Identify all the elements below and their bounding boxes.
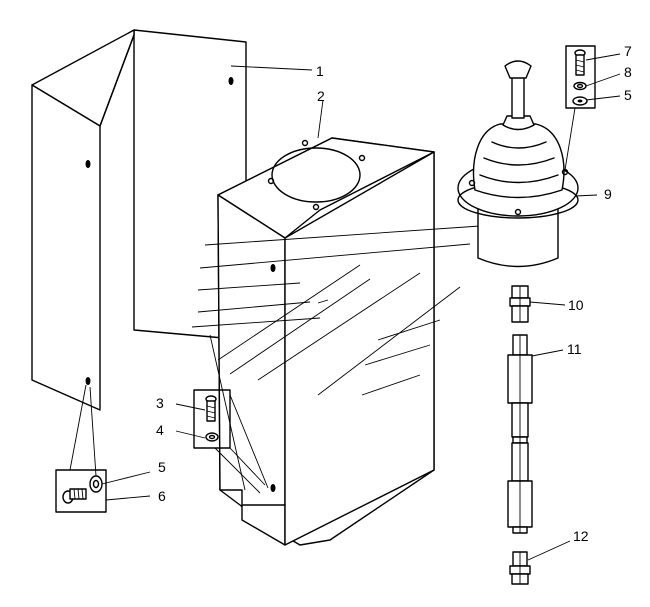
fastener-group-inset-top (564, 45, 621, 171)
callout-11: 11 (567, 341, 582, 357)
callout-5-bottom: 5 (158, 459, 166, 475)
hose-assembly-part-11 (507, 334, 564, 534)
callout-5-top: 5 (624, 87, 632, 103)
callout-2: 2 (317, 88, 325, 104)
callout-10: 10 (568, 297, 584, 313)
fastener-group-inset-bottom (55, 384, 151, 513)
callout-1: 1 (316, 63, 324, 79)
callout-9: 9 (604, 186, 612, 202)
callout-3: 3 (156, 395, 164, 411)
angle-bracket-part-1 (31, 29, 313, 411)
fitting-part-12 (509, 540, 571, 585)
fastener-group-inset-middle (175, 389, 269, 494)
housing-box-part-2 (191, 99, 481, 546)
callout-4: 4 (156, 422, 164, 438)
callout-6: 6 (158, 488, 166, 504)
fitting-part-10 (509, 285, 566, 323)
callout-7: 7 (624, 43, 632, 59)
joystick-controller-part-9 (457, 60, 598, 268)
callout-12: 12 (573, 528, 589, 544)
callout-8: 8 (624, 64, 632, 80)
callout-labels: 1 2 3 4 5 5 6 7 8 9 10 11 12 (156, 43, 632, 544)
